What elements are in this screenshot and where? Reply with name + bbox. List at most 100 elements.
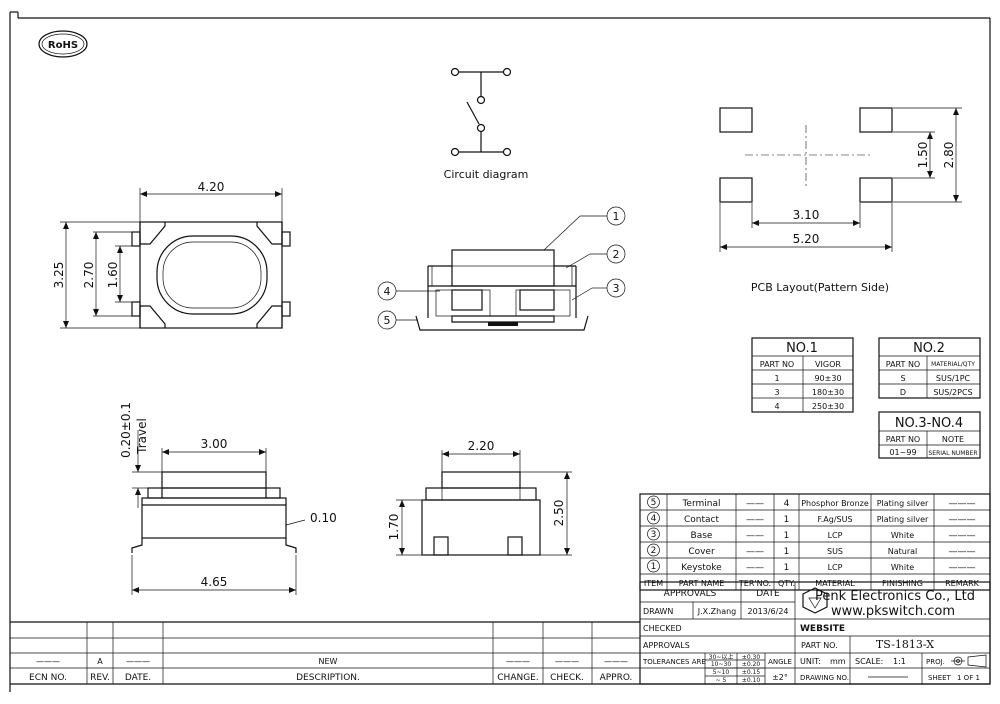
- dim-pcb-h1: 1.50: [916, 142, 930, 169]
- website-label: WEBSITE: [800, 624, 845, 634]
- table-no2-cell: SUS/2PCS: [933, 388, 972, 397]
- revision-header: APPRO.: [600, 673, 633, 683]
- revision-header: CHANGE.: [497, 673, 538, 683]
- revision-cell: ———: [506, 657, 530, 666]
- rohs-logo: RoHS: [38, 30, 88, 58]
- dim-top-h2: 2.70: [82, 262, 96, 289]
- dim-pcb-h2: 2.80: [942, 142, 956, 169]
- dim-side-w: 2.20: [468, 439, 495, 453]
- revision-header: ECN NO.: [29, 673, 67, 683]
- scale-label: SCALE:: [855, 657, 883, 666]
- rohs-text: RoHS: [48, 40, 78, 51]
- date-label: DATE: [756, 589, 780, 599]
- callout-3: 3: [613, 282, 620, 295]
- table-no2-cell: D: [900, 388, 906, 397]
- table-no1-cell: 3: [774, 388, 779, 397]
- bom-cell-finish: White: [891, 531, 914, 540]
- unit-label: UNIT:: [800, 657, 821, 666]
- bom-cell-qty: 1: [784, 563, 790, 573]
- bom-header: PART NAME: [679, 579, 725, 588]
- tolerance-value: ±0.20: [742, 661, 761, 668]
- bom-item-no: 4: [651, 514, 657, 524]
- drawn-date: 2013/6/24: [747, 607, 788, 616]
- bom-item-no: 1: [651, 562, 657, 572]
- proj-label: PROJ.: [926, 658, 945, 666]
- checked-label: CHECKED: [643, 624, 682, 633]
- bom-cell-qty: 4: [784, 499, 790, 509]
- dim-top-w: 4.20: [198, 180, 225, 194]
- bom-header: REMARK: [945, 579, 980, 588]
- tolerance-range: 30~以上: [709, 653, 734, 661]
- bom-cell-name: Contact: [684, 515, 719, 525]
- callout-4: 4: [384, 285, 391, 298]
- bom-cell-material: LCP: [828, 563, 843, 572]
- section-view: 1 2 3 4 5: [377, 206, 626, 331]
- table-no34: NO.3-NO.4 PART NO NOTE 01~99 SERIAL NUMB…: [878, 411, 981, 459]
- callout-1: 1: [613, 210, 620, 223]
- pcb-layout: 1.50 2.80 3.10 5.20 PCB Layout(Pattern S…: [719, 107, 962, 294]
- bom-item-circle-icon: [647, 511, 660, 525]
- dim-pcb-w2: 5.20: [793, 232, 820, 246]
- bom-header: MATERIAL: [815, 579, 855, 588]
- top-view: 4.20 3.25 2.70 1.60: [52, 180, 291, 329]
- circuit-diagram: Circuit diagram: [444, 67, 528, 181]
- side-view: 2.20 1.70 2.50: [387, 439, 572, 556]
- dim-top-h3: 1.60: [106, 262, 120, 289]
- table-no1-cell: 4: [774, 402, 779, 411]
- bom-cell-ter: ——: [746, 515, 764, 525]
- bom-cell-remark: ———: [949, 547, 976, 557]
- table-no2-cell: S: [900, 374, 905, 383]
- angle-label: ANGLE: [768, 658, 792, 666]
- unit-value: mm: [830, 657, 846, 666]
- dim-pcb-w1: 3.10: [793, 208, 820, 222]
- dim-side-h2: 2.50: [552, 500, 566, 527]
- table-no1-header: PART NO: [760, 360, 794, 369]
- tolerance-range: ~ 5: [716, 677, 727, 684]
- tolerance-range: 5~10: [713, 669, 730, 676]
- bom-item-no: 5: [651, 498, 657, 508]
- bom-cell-qty: 1: [784, 515, 790, 525]
- pcb-caption: PCB Layout(Pattern Side): [751, 281, 889, 294]
- part-no: TS-1813-X: [876, 638, 934, 651]
- table-no2-header: MATERIAL/QTY: [931, 361, 975, 368]
- table-no2: NO.2 PART NO MATERIAL/QTY S SUS/1PC D SU…: [878, 337, 981, 399]
- company-logo-icon: [802, 587, 828, 614]
- tolerance-range: 10~30: [711, 661, 731, 668]
- revision-header: CHECK.: [550, 673, 584, 683]
- table-no1: NO.1 PART NO VIGOR 1 90±30 3 180±30 4 25…: [751, 337, 854, 413]
- title-block: APPROVALS DATE DRAWN J.X.Zhang 2013/6/24…: [639, 581, 991, 685]
- bom-header: ITEM: [644, 579, 663, 588]
- tolerance-value: ±0.10: [742, 677, 761, 684]
- bom-cell-remark: ———: [949, 531, 976, 541]
- table-no34-cell: SERIAL NUMBER: [928, 450, 977, 457]
- table-no1-cell: 250±30: [812, 402, 844, 411]
- table-no1-cell: 180±30: [812, 388, 844, 397]
- table-no1-title: NO.1: [786, 341, 818, 356]
- bom-header: FINISHING: [882, 579, 923, 588]
- bom-cell-material: LCP: [828, 531, 843, 540]
- projection-symbol-icon: [951, 654, 987, 668]
- bom-item-no: 2: [651, 546, 657, 556]
- bom-cell-qty: 1: [784, 547, 790, 557]
- front-view: 3.00 4.65 0.20±0.1 Travel 0.10: [119, 402, 337, 595]
- revision-header: DESCRIPTION.: [296, 673, 360, 683]
- sheet-label: SHEET: [928, 674, 952, 682]
- revision-rev: A: [97, 657, 103, 666]
- bom-cell-name: Base: [691, 531, 713, 541]
- callout-2: 2: [613, 248, 620, 261]
- approvals2-label: APPROVALS: [643, 641, 690, 650]
- bom-cell-name: Keystoke: [681, 563, 722, 573]
- bom-cell-material: Phosphor Bronze: [801, 499, 869, 508]
- bom-item-no: 3: [651, 530, 657, 540]
- table-no34-header: NOTE: [942, 435, 964, 444]
- table-no1-header: VIGOR: [815, 360, 841, 369]
- scale-value: 1:1: [893, 657, 906, 666]
- table-no2-cell: SUS/1PC: [936, 374, 971, 383]
- part-no-label: PART NO.: [801, 641, 838, 650]
- company-website: www.pkswitch.com: [831, 604, 955, 619]
- revision-cell: ———: [126, 657, 150, 666]
- bom-cell-finish: Plating silver: [877, 515, 929, 524]
- bom-header: QTY.: [778, 579, 795, 588]
